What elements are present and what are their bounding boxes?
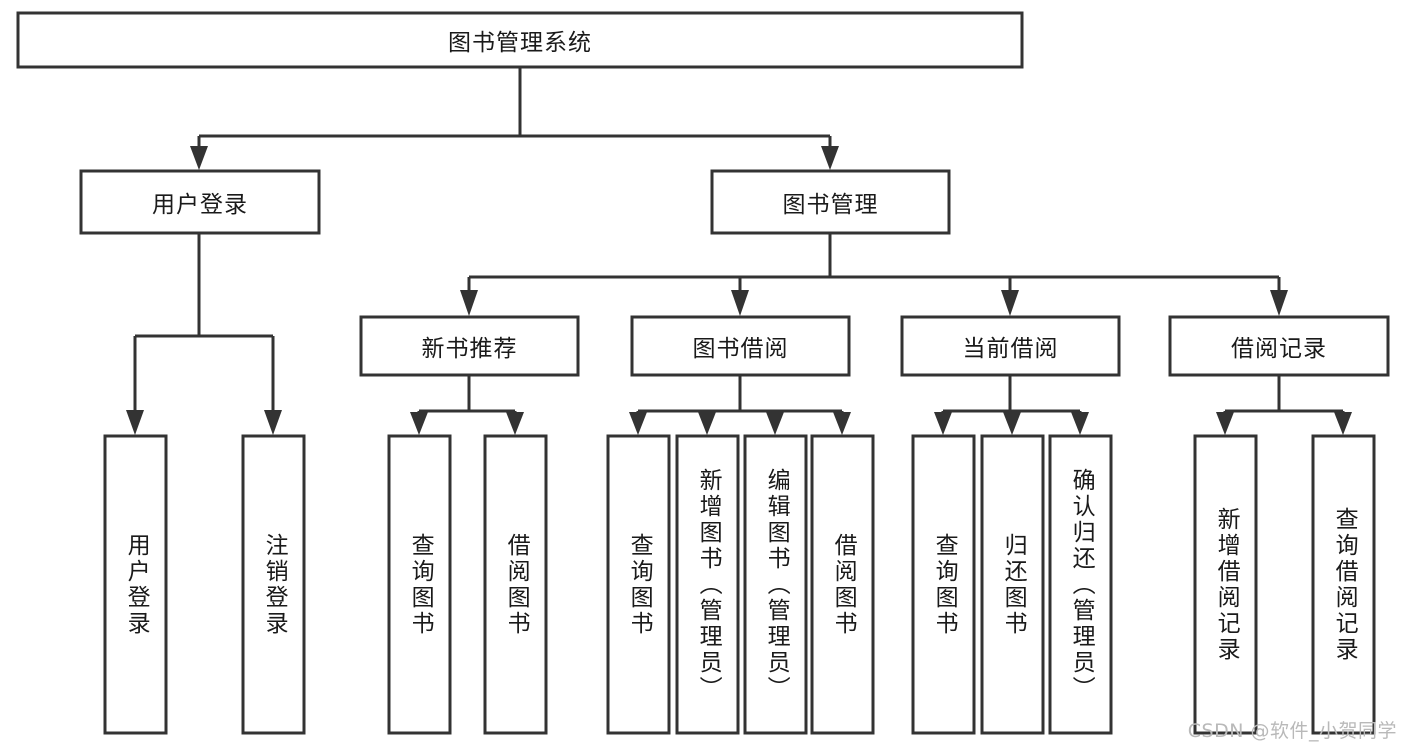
node-box-leaf-query-book-3[interactable] [911, 434, 976, 735]
connectors-borrow-record-leaves [1216, 375, 1352, 435]
node-box-leaf-query-book-2[interactable] [606, 434, 671, 735]
connectors-book-manage-children [460, 233, 1288, 316]
arrow-to-book-borrow [731, 290, 749, 316]
node-box-leaf-add-record[interactable] [1193, 434, 1258, 735]
arrow-to-current-borrow [1001, 290, 1019, 316]
node-boxes [16, 11, 1390, 735]
arrow-to-borrow-record [1270, 290, 1288, 316]
node-box-leaf-query-book-1[interactable] [387, 434, 452, 735]
arrow-to-leaf-query-book-3 [934, 412, 952, 435]
node-box-leaf-query-record[interactable] [1311, 434, 1376, 735]
arrow-to-leaf-user-login [126, 410, 144, 435]
arrow-to-leaf-edit-book [766, 412, 784, 435]
node-box-borrow-record[interactable] [1168, 315, 1390, 377]
node-box-leaf-logout[interactable] [241, 434, 306, 735]
arrow-to-leaf-return-book [1003, 412, 1021, 435]
node-box-new-book-rec[interactable] [359, 315, 580, 377]
arrow-to-book-manage [821, 146, 839, 170]
csdn-watermark: CSDN @软件_小贺同学 [1187, 720, 1397, 742]
arrow-to-leaf-logout [264, 410, 282, 435]
node-box-leaf-add-book[interactable] [675, 434, 740, 735]
arrow-to-leaf-confirm-return [1071, 412, 1089, 435]
connectors-user-login-leaves [126, 233, 282, 435]
node-box-leaf-borrow-book-2[interactable] [810, 434, 875, 735]
arrow-to-leaf-borrow-book-1 [506, 412, 524, 435]
node-box-root[interactable] [16, 11, 1024, 69]
arrow-to-user-login [190, 146, 208, 170]
node-box-leaf-return-book[interactable] [980, 434, 1045, 735]
connectors-root-level [190, 67, 839, 170]
arrow-to-leaf-borrow-book-2 [833, 412, 851, 435]
arrow-to-leaf-add-record [1216, 412, 1234, 435]
node-box-leaf-confirm-return[interactable] [1048, 434, 1113, 735]
arrow-to-leaf-query-book-2 [629, 412, 647, 435]
node-box-leaf-edit-book[interactable] [743, 434, 808, 735]
connectors-book-borrow-leaves [629, 375, 851, 435]
node-box-book-manage[interactable] [710, 169, 951, 235]
arrow-to-leaf-query-record [1334, 412, 1352, 435]
node-box-leaf-borrow-book-1[interactable] [483, 434, 548, 735]
node-box-leaf-user-login[interactable] [103, 434, 168, 735]
arrow-to-leaf-add-book [698, 412, 716, 435]
connectors-current-borrow-leaves [934, 375, 1089, 435]
node-box-book-borrow[interactable] [630, 315, 851, 377]
node-box-user-login[interactable] [79, 169, 321, 235]
connectors-new-book-rec-leaves [410, 375, 524, 435]
arrow-to-leaf-query-book-1 [410, 412, 428, 435]
node-box-current-borrow[interactable] [900, 315, 1121, 377]
arrow-to-new-book-rec [460, 290, 478, 316]
